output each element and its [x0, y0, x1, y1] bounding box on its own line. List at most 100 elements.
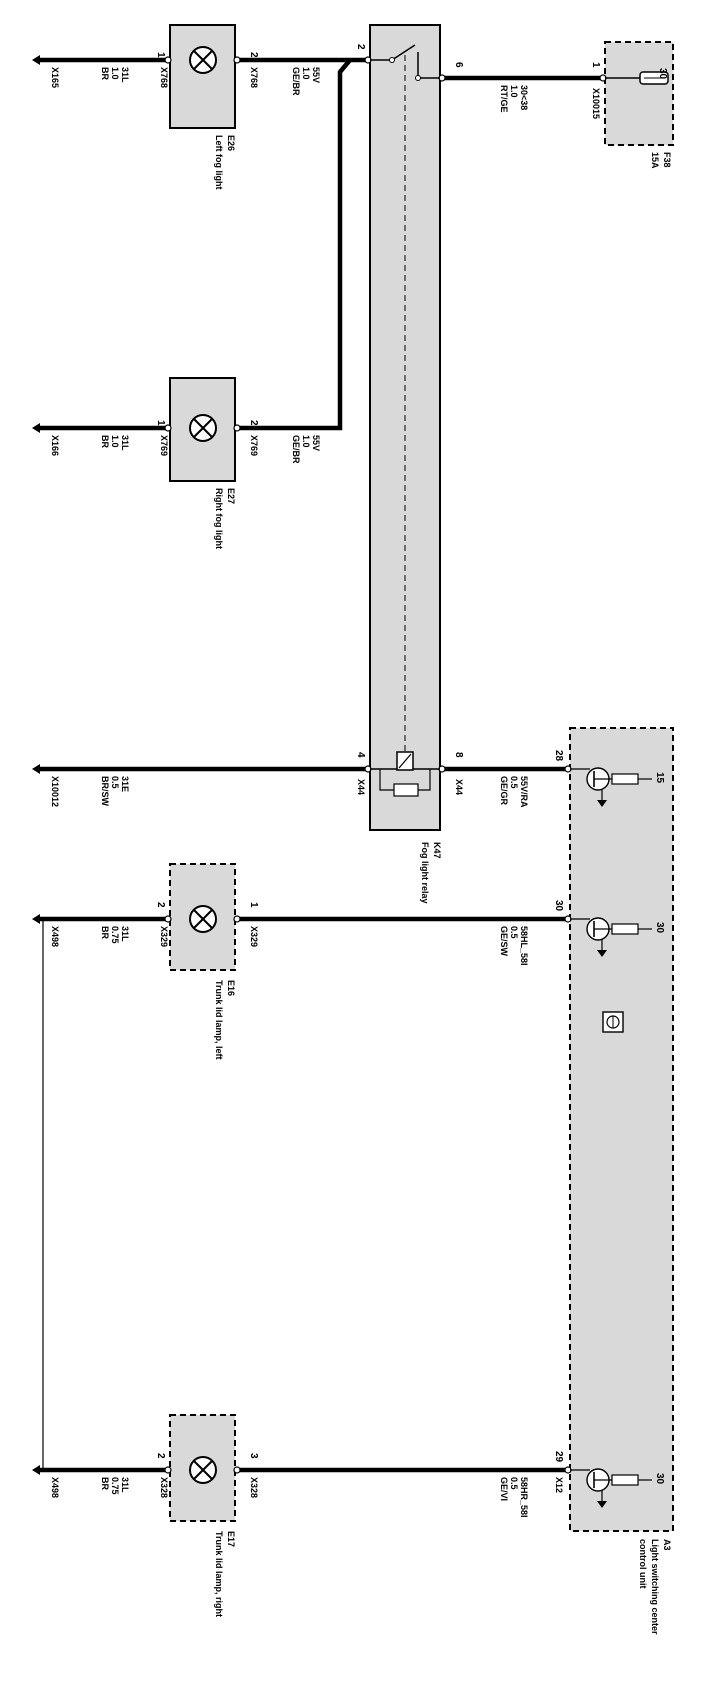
e26-pin-left: 1 [155, 52, 166, 58]
e27-wire-gnd-3: BR [100, 435, 110, 448]
e26-pin-right: 2 [248, 52, 259, 58]
a3-transistor-icon [570, 767, 652, 807]
k47-pin-6: 6 [453, 62, 464, 68]
e16-ground-label: X498 [50, 926, 60, 947]
a3-terminal-3-label: 30 [654, 1473, 665, 1485]
e17-wire-sig-2: 0.5 [509, 1477, 519, 1490]
e26-wire-gnd-3: BR [100, 67, 110, 80]
f38-fuse-box [604, 41, 674, 146]
e26-wire-sig-1: 55V [311, 67, 321, 83]
e16-conn-right: X329 [249, 926, 259, 947]
e27-wire-gnd-2: 1.0 [110, 435, 120, 448]
f38-fuse-icon [605, 71, 669, 85]
a3-transistor-icon [570, 917, 652, 957]
e17-wire-sig-1: 58HR_58I [519, 1477, 529, 1518]
e27-id: E27 [226, 488, 236, 504]
f38-conn: X10015 [591, 88, 601, 119]
e16-wire-sig-1: 58HL_58I [519, 926, 529, 966]
e16-wire-gnd-3: BR [100, 926, 110, 939]
a3-conn-29: X12 [554, 1477, 564, 1493]
f38-wire-1: 30<38 [519, 85, 529, 110]
f38-id: F38 [662, 152, 672, 168]
k47-id: K47 [432, 842, 442, 859]
e16-lamp-icon [189, 905, 217, 933]
k47-conn-8: X44 [454, 779, 464, 795]
e16-id: E16 [226, 980, 236, 996]
e16-name: Trunk lid lamp, left [214, 980, 224, 1060]
e17-pin-left: 2 [155, 1453, 166, 1459]
a3-trunk-lamp-symbol-icon [602, 1011, 624, 1033]
k47-wire-sig-1: 55V/RA [519, 776, 529, 808]
e17-conn-right: X328 [249, 1477, 259, 1498]
a3-name-line-2: control unit [638, 1539, 648, 1589]
e16-wire-sig-2: 0.5 [509, 926, 519, 939]
e17-wire-gnd-1: 31L [120, 1477, 130, 1493]
k47-conn-4: X44 [356, 779, 366, 795]
a3-pin-28: 28 [553, 750, 564, 762]
k47-relay-internals [370, 44, 440, 797]
e27-ground-label: X166 [50, 435, 60, 456]
e17-pin-right: 3 [248, 1453, 259, 1459]
e27-wire-sig-1: 55V [311, 435, 321, 451]
f38-wire-2: 1.0 [509, 85, 519, 98]
a3-pin-30: 30 [553, 900, 564, 912]
a3-terminal-2-label: 30 [654, 922, 665, 934]
e17-ground-label: X498 [50, 1477, 60, 1498]
k47-pin-8: 8 [453, 752, 464, 758]
k47-ground-label: X10012 [50, 776, 60, 807]
a3-name-line-1: Light switching center [650, 1539, 660, 1635]
e26-lamp-icon [189, 46, 217, 74]
f38-pin-1: 1 [590, 62, 601, 68]
e27-lamp-icon [189, 414, 217, 442]
a3-transistor-icon [570, 1468, 652, 1508]
k47-wire-sig-3: GE/GR [499, 776, 509, 806]
connector-pins [164, 56, 607, 1474]
e26-ground-label: X165 [50, 67, 60, 88]
k47-pin-4: 4 [355, 752, 366, 758]
k47-name: Fog light relay [420, 842, 430, 904]
e16-conn-left: X329 [159, 926, 169, 947]
f38-wire-3: RT/GE [499, 85, 509, 113]
a3-terminal-1-label: 15 [654, 772, 665, 784]
e16-pin-left: 2 [155, 902, 166, 908]
e16-wire-gnd-2: 0.75 [110, 926, 120, 944]
e17-conn-left: X328 [159, 1477, 169, 1498]
f38-pin-30: 30 [657, 68, 668, 80]
e17-wire-gnd-3: BR [100, 1477, 110, 1490]
a3-id: A3 [662, 1539, 672, 1551]
f38-rating: 15A [650, 152, 660, 169]
e27-wire-sig-3: GE/BR [291, 435, 301, 464]
e26-id: E26 [226, 135, 236, 151]
e27-conn-left: X769 [159, 435, 169, 456]
e27-wire-gnd-1: 31L [120, 435, 130, 451]
a3-light-switching-center-box [569, 727, 674, 1532]
k47-wire-gnd-3: BR/SW [100, 776, 110, 807]
e16-pin-right: 1 [248, 902, 259, 908]
e16-wire-sig-3: GE/SW [499, 926, 509, 957]
e17-wire-gnd-2: 0.75 [110, 1477, 120, 1495]
e27-pin-right: 2 [248, 420, 259, 426]
k47-pin-2: 2 [355, 44, 366, 50]
e26-left-fog-light-box [169, 24, 236, 129]
e27-name: Right fog light [214, 488, 224, 549]
e26-wire-sig-3: GE/BR [291, 67, 301, 96]
a3-pin-29: 29 [553, 1451, 564, 1463]
e17-name: Trunk lid lamp, right [214, 1531, 224, 1617]
wire-e27-k47 [235, 58, 352, 431]
k47-wire-gnd-1: 31E [120, 776, 130, 792]
e27-wire-sig-2: 1.0 [301, 435, 311, 448]
ground-terminals [32, 55, 40, 1475]
e16-wire-gnd-1: 31L [120, 926, 130, 942]
k47-wire-gnd-2: 0.5 [110, 776, 120, 789]
e26-wire-gnd-1: 31L [120, 67, 130, 83]
e17-id: E17 [226, 1531, 236, 1547]
e26-conn-left: X768 [159, 67, 169, 88]
e27-pin-left: 1 [155, 420, 166, 426]
e26-wire-gnd-2: 1.0 [110, 67, 120, 80]
e27-conn-right: X769 [249, 435, 259, 456]
k47-wire-sig-2: 0.5 [509, 776, 519, 789]
e17-lamp-icon [189, 1456, 217, 1484]
e26-name: Left fog light [214, 135, 224, 189]
e26-wire-sig-2: 1.0 [301, 67, 311, 80]
